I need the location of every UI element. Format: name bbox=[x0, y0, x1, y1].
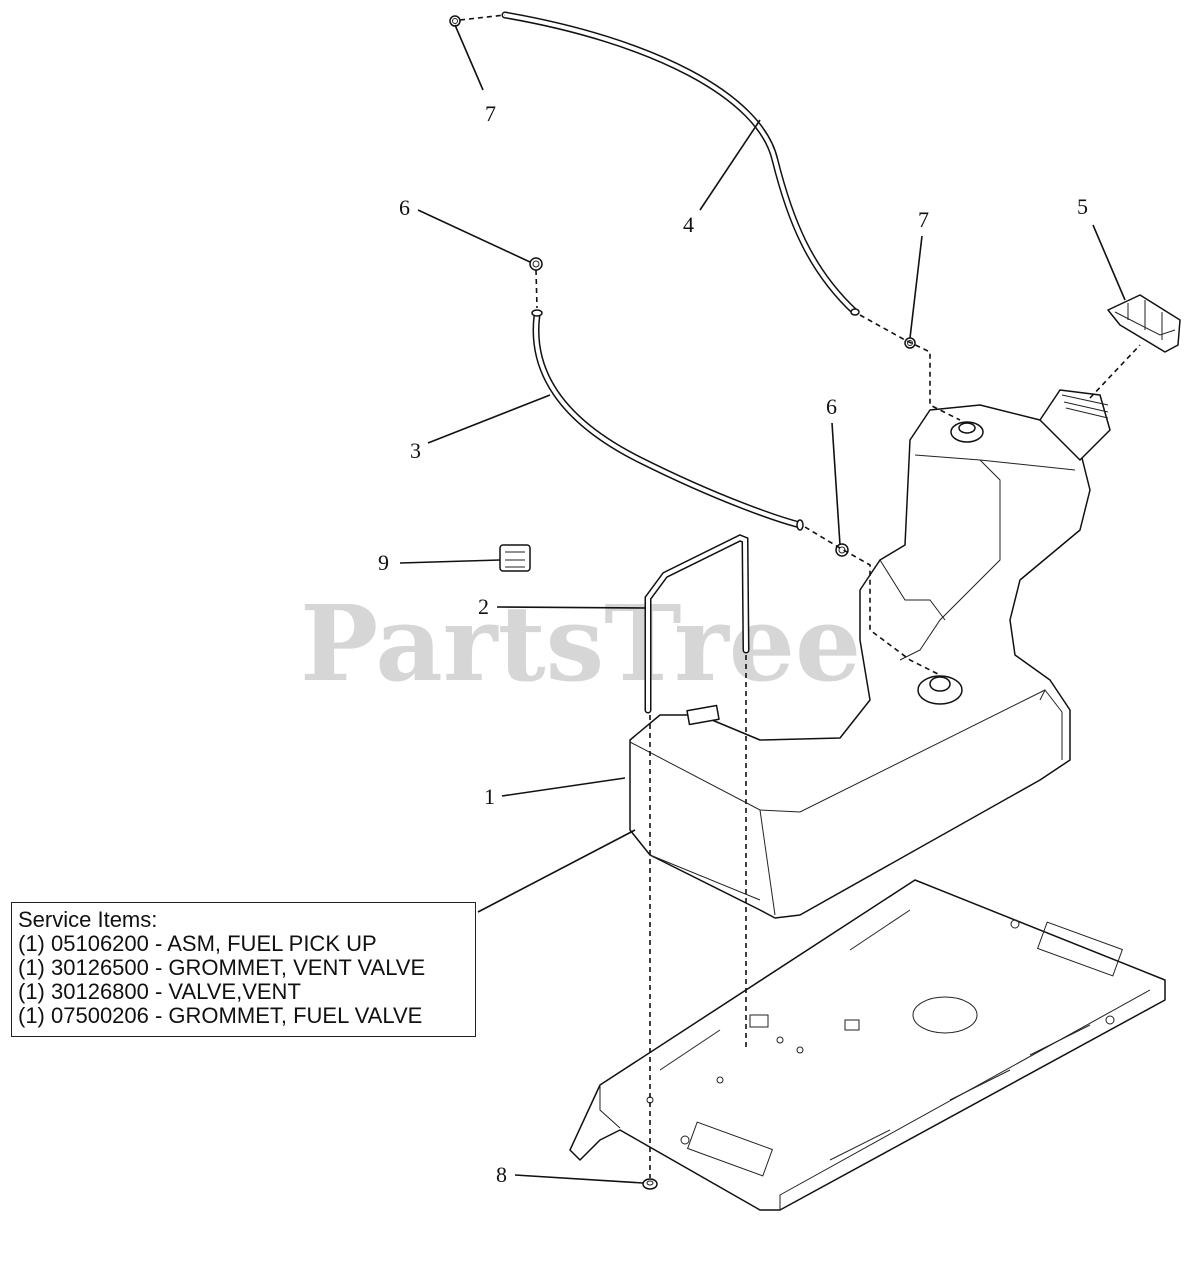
leader-6a bbox=[417, 209, 531, 263]
callout-6-upper: 6 bbox=[399, 195, 410, 220]
leader-service-items bbox=[477, 829, 636, 913]
hose-3 bbox=[531, 309, 804, 531]
assembly-line-cap bbox=[1089, 344, 1141, 399]
leader-7a bbox=[454, 24, 484, 91]
callout-3: 3 bbox=[410, 438, 421, 463]
leader-2 bbox=[496, 606, 646, 609]
clamp-6-upper bbox=[529, 257, 543, 271]
callout-7-lower: 7 bbox=[918, 207, 929, 232]
callout-9: 9 bbox=[378, 550, 389, 575]
grommet-8 bbox=[642, 1178, 658, 1190]
service-item-3: (1) 30126800 - VALVE,VENT bbox=[18, 979, 301, 1004]
callout-5: 5 bbox=[1077, 194, 1088, 219]
vent-valve-9 bbox=[499, 544, 531, 572]
service-item-2: (1) 30126500 - GROMMET, VENT VALVE bbox=[18, 955, 426, 980]
hose-4 bbox=[501, 11, 860, 316]
service-item-1: (1) 05106200 - ASM, FUEL PICK UP bbox=[18, 931, 377, 956]
assembly-line-7-4 bbox=[459, 14, 506, 21]
leader-1 bbox=[501, 777, 626, 797]
leader-7b bbox=[909, 235, 923, 339]
leader-9 bbox=[399, 559, 501, 564]
callout-1: 1 bbox=[484, 784, 495, 809]
leader-3 bbox=[427, 394, 551, 444]
fuel-tank bbox=[629, 389, 1111, 919]
leader-4 bbox=[699, 119, 761, 211]
watermark-text: PartsTree bbox=[300, 582, 861, 705]
callout-2: 2 bbox=[478, 594, 489, 619]
clamp-7-upper bbox=[449, 15, 461, 27]
assembly-line-4-tank bbox=[859, 314, 961, 421]
fuel-cap bbox=[1107, 294, 1181, 353]
leader-6b bbox=[831, 422, 841, 546]
leader-5 bbox=[1092, 224, 1126, 301]
leader-8 bbox=[514, 1174, 644, 1184]
callout-8: 8 bbox=[496, 1162, 507, 1187]
callout-7-upper: 7 bbox=[485, 101, 496, 126]
mounting-plate bbox=[569, 879, 1166, 1211]
service-items-title: Service Items: bbox=[18, 907, 158, 932]
service-items-box: Service Items: (1) 05106200 - ASM, FUEL … bbox=[11, 902, 476, 1037]
callout-6-lower: 6 bbox=[826, 394, 837, 419]
service-item-4: (1) 07500206 - GROMMET, FUEL VALVE bbox=[18, 1003, 423, 1028]
callout-4: 4 bbox=[683, 212, 694, 237]
assembly-line-6-3 bbox=[535, 269, 538, 309]
fuel-pickup-tube bbox=[644, 534, 750, 714]
